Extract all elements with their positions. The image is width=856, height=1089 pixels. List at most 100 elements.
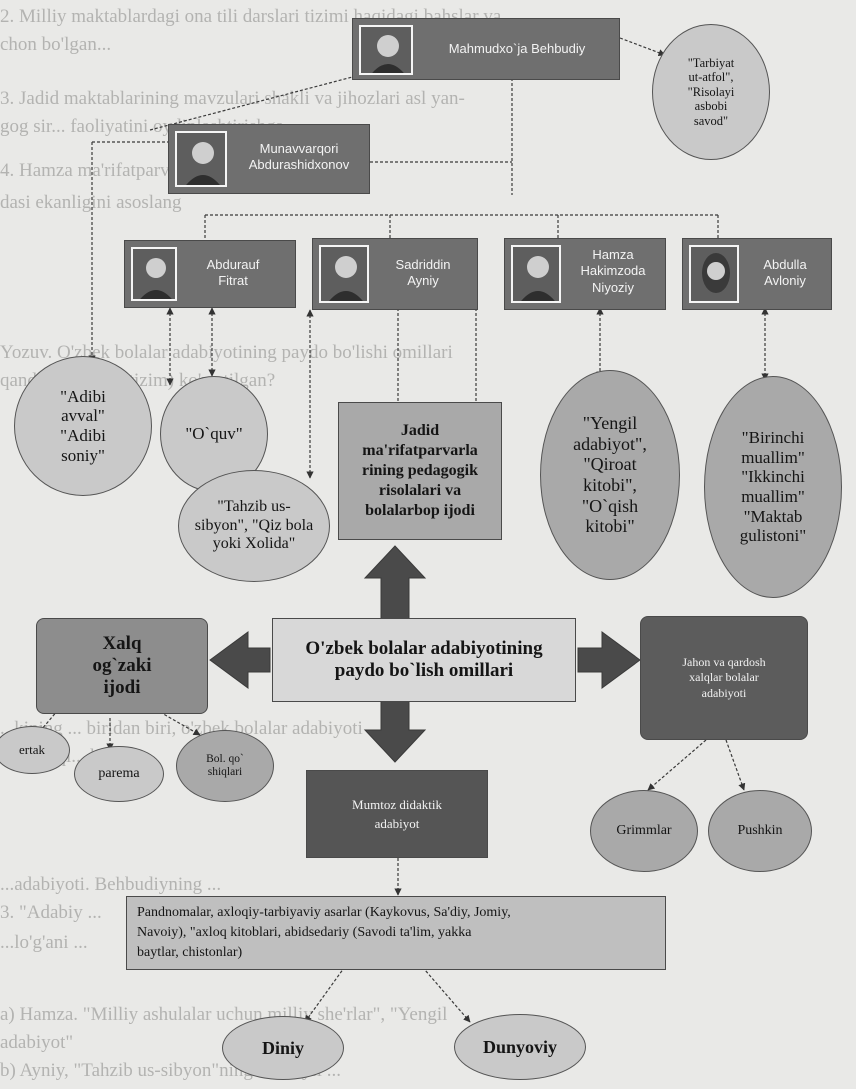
hamza-work-line: kitobi" <box>585 516 635 537</box>
parema-ellipse: parema <box>74 746 164 802</box>
hamza-work-line: adabiyot", <box>573 433 647 454</box>
ayniy-name: Sadriddin Ayniy <box>373 257 473 290</box>
behbudiy-box: Mahmudxo`ja Behbudiy <box>352 18 620 80</box>
ayniy-work-line: sibyon", "Qiz bola <box>194 516 314 534</box>
behbudiy-work-line: asbobi <box>694 99 728 114</box>
behbudiy-portrait <box>359 25 413 75</box>
fitrat-portrait <box>131 247 177 301</box>
bg-line: Yozuv. O'zbek bolalar adabiyotining payd… <box>0 342 453 363</box>
pandnoma-line: Navoiy), "axloq kitoblari, abidsedariy (… <box>137 924 472 940</box>
jadid-line: bolalarbop ijodi <box>365 502 475 519</box>
hamza-work-line: kitobi", <box>583 475 637 495</box>
jadid-line: ma'rifatparvarla <box>362 442 478 459</box>
bg-line: ...kining ... biridan biri, o'zbek bolal… <box>0 718 382 739</box>
secular-ellipse: Dunyoviy <box>454 1014 586 1080</box>
religious-ellipse: Diniy <box>222 1016 344 1080</box>
behbudiy-work-line: "Tarbiyat <box>687 56 735 71</box>
hamza-work-line: "O`qish <box>581 495 639 516</box>
foreign-literature-box: Jahon va qardosh xalqlar bolalar adabiyo… <box>640 616 808 740</box>
avloniy-work-line: gulistoni" <box>739 526 807 546</box>
pandnoma-box: Pandnomalar, axloqiy-tarbiyaviy asarlar … <box>126 896 666 970</box>
munavvarqori-work-line: soniy" <box>61 445 105 465</box>
bg-line: ...lo'g'ani ... <box>0 932 88 953</box>
bg-line: chon bo'lgan... <box>0 34 112 55</box>
fitrat-name-line: Fitrat <box>218 273 248 289</box>
ayniy-name-line: Sadriddin <box>395 257 451 272</box>
munavvarqori-work-line: "Adibi <box>60 386 106 406</box>
hamza-name: Hamza Hakimzoda Niyoziy <box>563 247 663 296</box>
folk-title-line: Xalq <box>102 633 142 654</box>
bg-line: 3. "Adabiy ... <box>0 902 102 923</box>
ayniy-works-ellipse: "Tahzib us- sibyon", "Qiz bola yoki Xoli… <box>178 470 330 582</box>
folk-songs-line: Bol. qo` <box>206 752 244 765</box>
center-title-line: O'zbek bolalar adabiyotining <box>305 638 543 659</box>
bg-line: a) Hamza. "Milliy ashulalar uchun milliy… <box>0 1004 448 1025</box>
arrow-left-shape <box>209 631 271 689</box>
avloniy-work-line: muallim" <box>741 447 805 467</box>
hamza-work-line: "Yengil <box>582 412 638 433</box>
foreign-title-line: xalqlar bolalar <box>689 670 759 685</box>
munavvarqori-name-line: Munavvarqori <box>259 141 339 156</box>
folk-songs-line: shiqlari <box>207 766 243 778</box>
jadid-line: Jadid <box>400 422 440 439</box>
didactic-literature-box: Mumtoz didaktik adabiyot <box>306 770 488 858</box>
munavvarqori-works-ellipse: "Adibi avval" "Adibi soniy" <box>14 356 152 496</box>
fitrat-work: "O`quv" <box>185 424 243 444</box>
fitrat-box: Abdurauf Fitrat <box>124 240 296 308</box>
portrait-figure-icon <box>702 253 730 293</box>
secular-label: Dunyoviy <box>482 1036 558 1057</box>
munavvarqori-name-line: Abdurashidxonov <box>248 157 350 173</box>
ayniy-name-line: Ayniy <box>407 273 439 289</box>
ayniy-work-line: yoki Xolida" <box>212 535 296 553</box>
ayniy-box: Sadriddin Ayniy <box>312 238 478 310</box>
munavvarqori-work-line: "Adibi <box>60 426 106 445</box>
munavvarqori-portrait <box>175 131 227 187</box>
folk-songs-ellipse: Bol. qo` shiqlari <box>176 730 274 802</box>
center-title-line: paydo bo`lish omillari <box>334 660 514 681</box>
hamza-box: Hamza Hakimzoda Niyoziy <box>504 238 666 310</box>
avloniy-work-line: "Birinchi <box>741 428 805 448</box>
avloniy-portrait <box>689 245 739 303</box>
behbudiy-work-line: savod" <box>693 113 729 128</box>
behbudiy-work-line: "Risolayi <box>687 84 735 99</box>
bg-line: 3. Jadid maktablarining mavzulari shakli… <box>0 88 465 109</box>
portrait-figure-icon <box>329 256 363 301</box>
munavvarqori-work-line: avval" <box>61 406 105 426</box>
folk-title-line: ijodi <box>103 677 141 698</box>
hamza-name-line: Hakimzoda <box>580 263 646 279</box>
folk-title-line: og`zaki <box>92 655 152 676</box>
ayniy-portrait <box>319 245 369 303</box>
avloniy-work-line: "Ikkinchi <box>741 467 805 487</box>
pushkin-ellipse: Pushkin <box>708 790 812 872</box>
behbudiy-name: Mahmudxo`ja Behbudiy <box>448 41 586 56</box>
grimm-ellipse: Grimmlar <box>590 790 698 872</box>
avloniy-name: Abdulla Avloniy <box>741 257 829 290</box>
portrait-figure-icon <box>521 256 555 301</box>
grimm-label: Grimmlar <box>616 822 672 838</box>
bg-line: ...adabiyoti. Behbudiyning ... <box>0 874 222 895</box>
munavvarqori-box: Munavvarqori Abdurashidxonov <box>168 124 370 194</box>
hamza-name-line: Niyoziy <box>592 279 634 295</box>
avloniy-work-line: "Maktab <box>743 506 803 526</box>
jadid-line: risolalari va <box>378 482 462 499</box>
ertak-ellipse: ertak <box>0 726 70 774</box>
ertak-label: ertak <box>19 741 45 757</box>
didactic-line: Mumtoz didaktik <box>352 796 442 812</box>
avloniy-works-ellipse: "Birinchi muallim" "Ikkinchi muallim" "M… <box>704 376 842 598</box>
portrait-figure-icon <box>186 142 220 185</box>
fitrat-name-line: Abdurauf <box>206 257 260 272</box>
bg-line: dasi ekanligini asoslang <box>0 192 182 213</box>
munavvarqori-name: Munavvarqori Abdurashidxonov <box>231 141 367 174</box>
parema-label: parema <box>98 765 140 781</box>
jadid-box: Jadid ma'rifatparvarla rining pedagogik … <box>338 402 502 540</box>
hamza-works-ellipse: "Yengil adabiyot", "Qiroat kitobi", "O`q… <box>540 370 680 580</box>
arrow-down-shape <box>363 699 427 763</box>
center-box: O'zbek bolalar adabiyotining paydo bo`li… <box>272 618 576 702</box>
portrait-figure-icon <box>372 35 404 73</box>
pandnoma-line: Pandnomalar, axloqiy-tarbiyaviy asarlar … <box>137 904 511 920</box>
arrow-right-shape <box>577 631 641 689</box>
hamza-name-line: Hamza <box>592 247 634 262</box>
pandnoma-line: baytlar, chistonlar) <box>137 945 243 961</box>
pushkin-label: Pushkin <box>737 822 783 838</box>
didactic-line: adabiyot <box>374 816 420 831</box>
